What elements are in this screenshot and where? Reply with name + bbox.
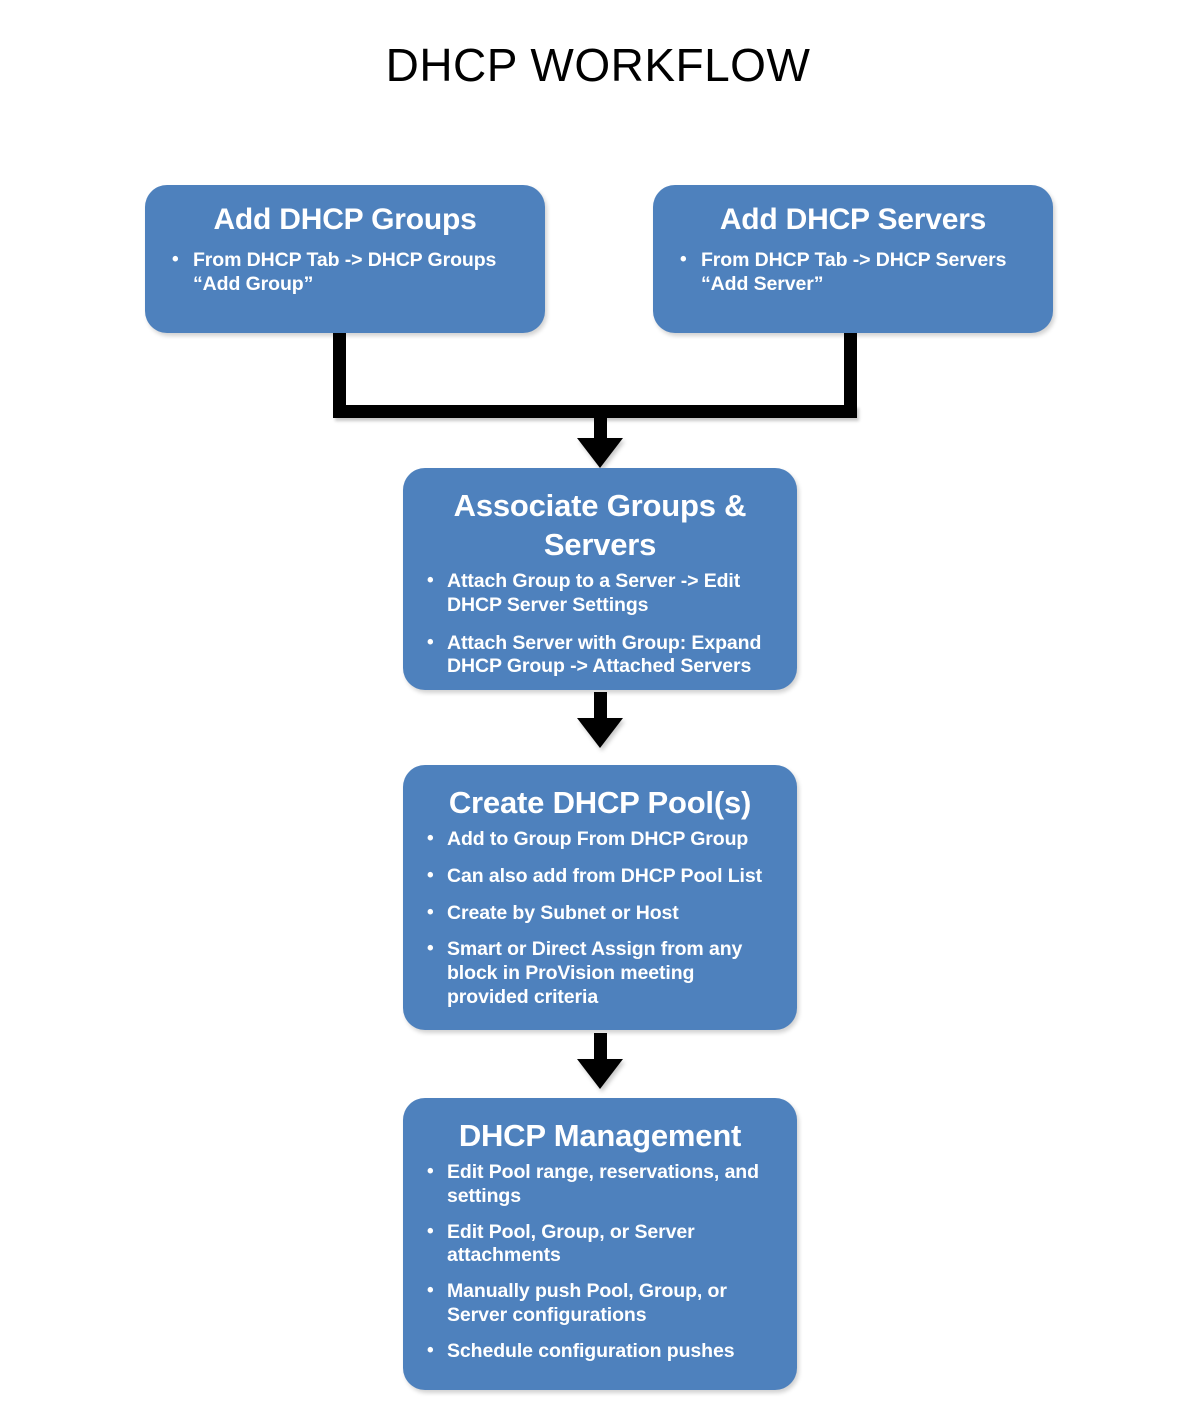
node-bullet-list: Add to Group From DHCP Group Can also ad… xyxy=(421,827,779,1010)
connector-crossbar xyxy=(333,405,857,418)
node-bullet-list: From DHCP Tab -> DHCP Servers “Add Serve… xyxy=(671,248,1035,297)
node-title: Associate Groups & Servers xyxy=(453,488,747,563)
list-item: Smart or Direct Assign from any block in… xyxy=(421,937,779,1009)
node-title: Add DHCP Groups xyxy=(213,203,477,236)
list-item: Attach Group to a Server -> Edit DHCP Se… xyxy=(421,569,779,618)
connector-stem-associate-to-pools xyxy=(594,692,607,720)
connector-stem-down xyxy=(594,415,607,442)
node-add-dhcp-groups[interactable]: Add DHCP Groups From DHCP Tab -> DHCP Gr… xyxy=(145,185,545,333)
arrow-down-icon xyxy=(577,718,623,748)
list-item: Manually push Pool, Group, or Server con… xyxy=(421,1279,779,1328)
node-associate-groups-servers[interactable]: Associate Groups & Servers Attach Group … xyxy=(403,468,797,690)
connector-stem-left xyxy=(333,333,346,418)
list-item: Can also add from DHCP Pool List xyxy=(421,864,779,889)
node-title: Add DHCP Servers xyxy=(719,203,987,236)
page-title: DHCP WORKFLOW xyxy=(385,39,811,91)
list-item: Attach Server with Group: Expand DHCP Gr… xyxy=(421,631,779,680)
arrow-down-icon xyxy=(577,438,623,468)
node-title: DHCP Management xyxy=(458,1118,742,1153)
list-item: Edit Pool, Group, or Server attachments xyxy=(421,1220,779,1269)
node-bullet-list: Edit Pool range, reservations, and setti… xyxy=(421,1160,779,1364)
list-item: Schedule configuration pushes xyxy=(421,1339,779,1364)
list-item: From DHCP Tab -> DHCP Groups “Add Group” xyxy=(163,248,527,297)
node-add-dhcp-servers[interactable]: Add DHCP Servers From DHCP Tab -> DHCP S… xyxy=(653,185,1053,333)
list-item: Edit Pool range, reservations, and setti… xyxy=(421,1160,779,1209)
node-bullet-list: From DHCP Tab -> DHCP Groups “Add Group” xyxy=(163,248,527,297)
list-item: From DHCP Tab -> DHCP Servers “Add Serve… xyxy=(671,248,1035,297)
node-create-dhcp-pools[interactable]: Create DHCP Pool(s) Add to Group From DH… xyxy=(403,765,797,1030)
list-item: Add to Group From DHCP Group xyxy=(421,827,779,852)
node-bullet-list: Attach Group to a Server -> Edit DHCP Se… xyxy=(421,569,779,680)
node-title: Create DHCP Pool(s) xyxy=(448,785,752,820)
arrow-down-icon xyxy=(577,1059,623,1089)
connector-stem-right xyxy=(844,333,857,418)
connector-stem-pools-to-management xyxy=(594,1033,607,1061)
list-item: Create by Subnet or Host xyxy=(421,901,779,926)
node-dhcp-management[interactable]: DHCP Management Edit Pool range, reserva… xyxy=(403,1098,797,1390)
